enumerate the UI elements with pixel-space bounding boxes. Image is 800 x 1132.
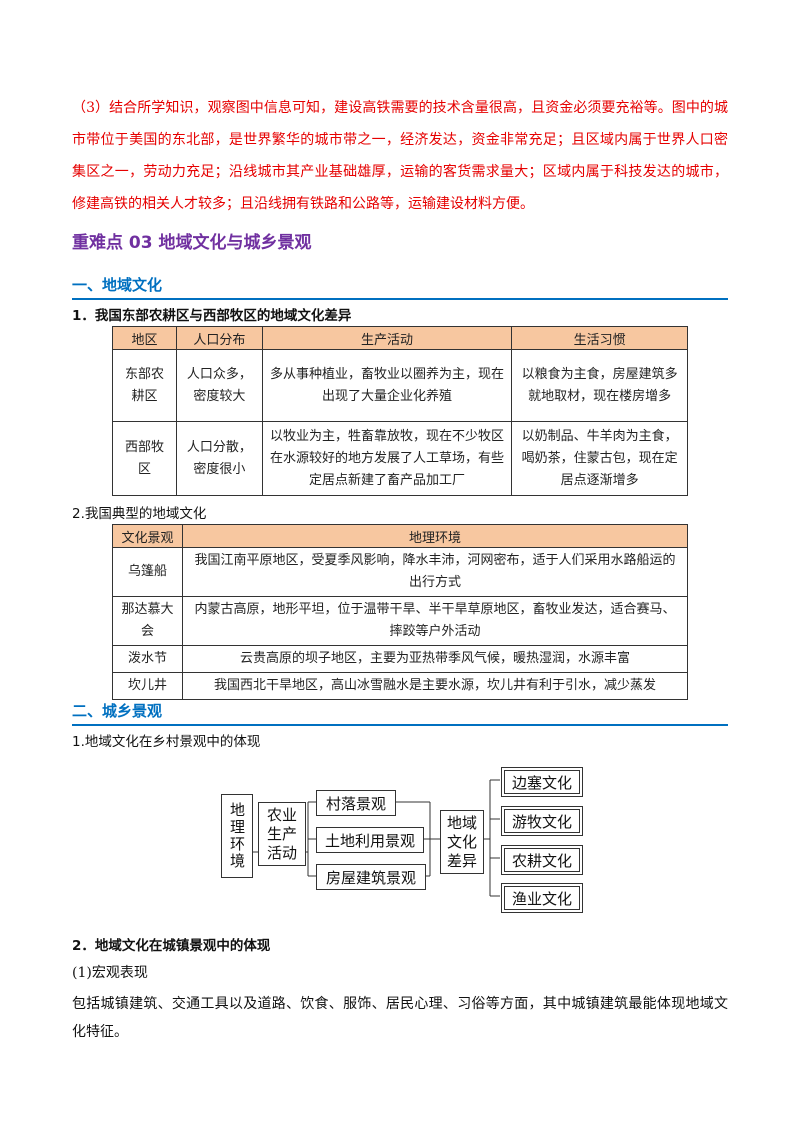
- table-header-row: 文化景观 地理环境: [112, 524, 689, 548]
- subsection-title-rural: 1.地域文化在乡村景观中的体现: [72, 734, 261, 750]
- typical-culture-table: 文化景观 地理环境 乌篷船 我国江南平原地区，受夏季风影响，降水丰沛，河网密布，…: [112, 524, 689, 700]
- table-header-cell: 文化景观: [112, 524, 183, 548]
- table-header-cell: 地区: [112, 326, 177, 350]
- macro-description: 包括城镇建筑、交通工具以及道路、饮食、服饰、居民心理、习俗等方面，其中城镇建筑最…: [72, 996, 728, 1040]
- fishery-culture-box: 渔业文化: [504, 886, 580, 910]
- table-cell: 泼水节: [112, 645, 183, 673]
- table-header-cell: 人口分布: [175, 326, 263, 350]
- table-cell: 我国江南平原地区，受夏季风影响，降水丰沛，河网密布，适于人们采用水路船运的出行方…: [181, 547, 689, 597]
- east-west-culture-table: 地区 人口分布 生产活动 生活习惯 东部农耕区 人口众多，密度较大 多从事种植业…: [112, 326, 688, 496]
- macro-label: (1)宏观表现: [72, 965, 148, 981]
- regional-culture-difference-box: 地域文化差异: [440, 810, 484, 874]
- nomadic-culture-box: 游牧文化: [504, 809, 580, 833]
- village-landscape-box: 村落景观: [316, 790, 396, 816]
- land-use-landscape-box: 土地利用景观: [316, 827, 424, 853]
- table-cell: 东部农耕区: [112, 349, 177, 422]
- table-row: 东部农耕区 人口众多，密度较大 多从事种植业，畜牧业以圈养为主，现在出现了大量企…: [112, 349, 688, 422]
- table-row: 西部牧区 人口分散，密度很小 以牧业为主，牲畜靠放牧，现在不少牧区在水源较好的地…: [112, 421, 688, 496]
- geographic-environment-box: 地理环境: [221, 794, 253, 878]
- subsection-title-east-west: 1．我国东部农耕区与西部牧区的地域文化差异: [72, 308, 352, 324]
- table-cell: 内蒙古高原，地形平坦，位于温带干旱、半干旱草原地区，畜牧业发达，适合赛马、摔跤等…: [181, 596, 689, 646]
- table-header-row: 地区 人口分布 生产活动 生活习惯: [112, 326, 688, 350]
- table-cell: 坎儿井: [112, 672, 183, 700]
- table-cell: 以奶制品、牛羊肉为主食，喝奶茶，住蒙古包，现在定居点逐渐增多: [511, 421, 688, 496]
- table-cell: 多从事种植业，畜牧业以圈养为主，现在出现了大量企业化养殖: [261, 349, 513, 422]
- table-row: 泼水节 云贵高原的坝子地区，主要为亚热带季风气候，暖热湿润，水源丰富: [112, 645, 689, 673]
- table-cell: 乌篷船: [112, 547, 183, 597]
- table-cell: 以牧业为主，牲畜靠放牧，现在不少牧区在水源较好的地方发展了人工草场，有些定居点新…: [261, 421, 513, 496]
- section-underline: [72, 724, 728, 726]
- table-cell: 西部牧区: [112, 421, 177, 496]
- table-header-cell: 生活习惯: [511, 326, 688, 350]
- table-cell: 以粮食为主食，房屋建筑多就地取材，现在楼房增多: [511, 349, 688, 422]
- house-building-landscape-box: 房屋建筑景观: [316, 864, 426, 890]
- section-underline: [72, 298, 728, 300]
- table-row: 乌篷船 我国江南平原地区，受夏季风影响，降水丰沛，河网密布，适于人们采用水路船运…: [112, 547, 689, 597]
- subsection-title-typical-culture: 2.我国典型的地域文化: [72, 506, 207, 522]
- section-title-regional-culture: 一、地域文化: [72, 274, 728, 300]
- key-point-title: 重难点 03 地域文化与城乡景观: [72, 233, 312, 253]
- table-row: 那达慕大会 内蒙古高原，地形平坦，位于温带干旱、半干旱草原地区，畜牧业发达，适合…: [112, 596, 689, 646]
- table-header-cell: 生产活动: [261, 326, 513, 350]
- table-cell: 那达慕大会: [112, 596, 183, 646]
- answer-paragraph: （3）结合所学知识，观察图中信息可知，建设高铁需要的技术含量很高，且资金必须要充…: [72, 100, 728, 212]
- section-title-text: 二、城乡景观: [72, 702, 163, 720]
- table-cell: 人口众多，密度较大: [175, 349, 263, 422]
- table-cell: 云贵高原的坝子地区，主要为亚热带季风气候，暖热湿润，水源丰富: [181, 645, 689, 673]
- farming-culture-box: 农耕文化: [504, 848, 580, 872]
- section-title-text: 一、地域文化: [72, 276, 163, 294]
- subsection-title-urban: 2．地域文化在城镇景观中的体现: [72, 938, 271, 954]
- frontier-culture-box: 边塞文化: [504, 770, 580, 794]
- rural-landscape-diagram: 地理环境 农业生产活动 村落景观 土地利用景观 房屋建筑景观 地域文化差异 边塞…: [220, 766, 610, 912]
- table-cell: 我国西北干旱地区，高山冰雪融水是主要水源，坎儿井有利于引水，减少蒸发: [181, 672, 689, 700]
- table-header-cell: 地理环境: [181, 524, 689, 548]
- table-row: 坎儿井 我国西北干旱地区，高山冰雪融水是主要水源，坎儿井有利于引水，减少蒸发: [112, 672, 689, 700]
- table-cell: 人口分散，密度很小: [175, 421, 263, 496]
- section-title-urban-rural: 二、城乡景观: [72, 700, 728, 726]
- agricultural-activity-box: 农业生产活动: [258, 802, 306, 866]
